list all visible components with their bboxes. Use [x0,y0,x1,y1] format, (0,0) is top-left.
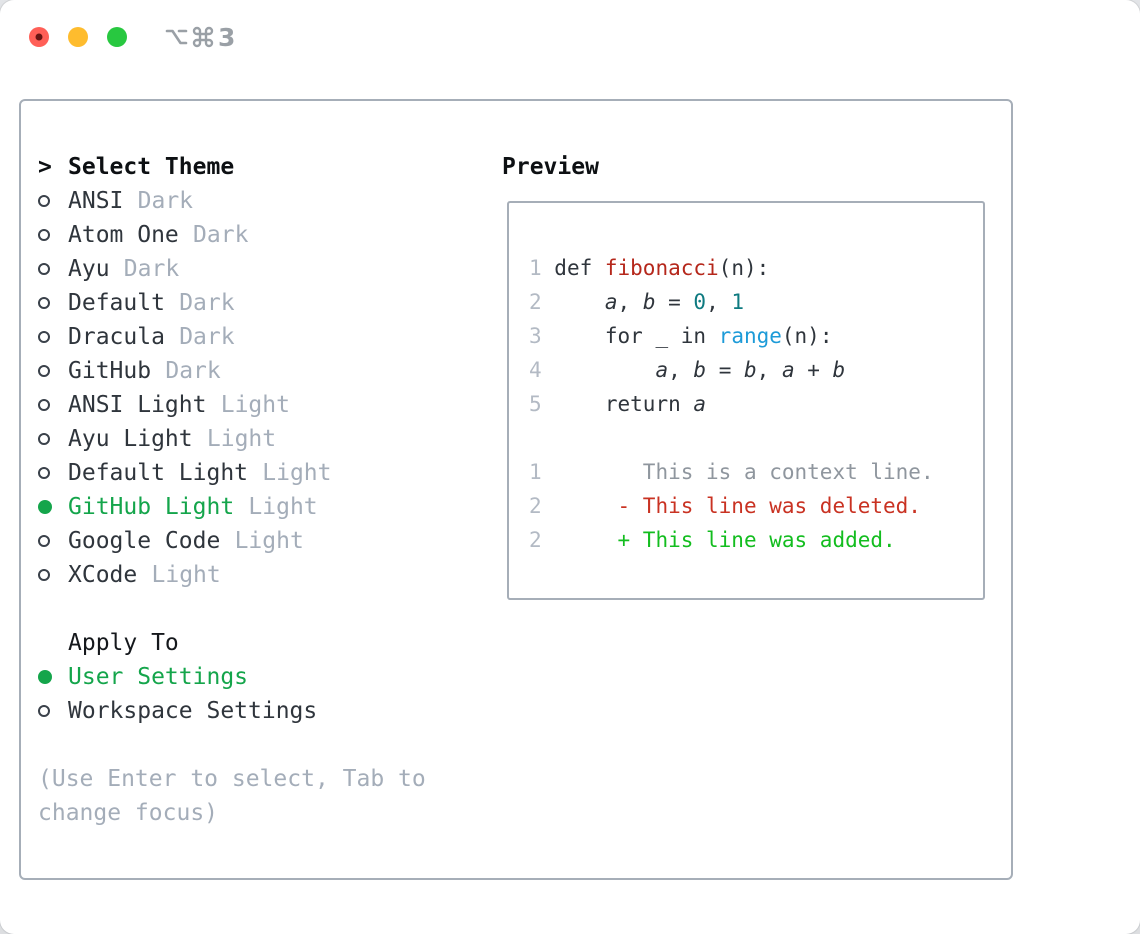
theme-option-default-light[interactable]: Default Light Light [38,456,468,490]
theme-variant-tag: Dark [137,188,194,214]
preview-line: 2 - This line was deleted. [529,494,921,518]
keyboard-hint: (Use Enter to select, Tab to change focu… [38,766,426,826]
theme-variant-tag: Light [234,528,304,554]
radio-unselected-icon [38,263,68,275]
theme-option-dracula[interactable]: Dracula Dark [38,320,468,354]
theme-option-ayu[interactable]: Ayu Dark [38,252,468,286]
titlebar: 3 [0,0,1140,97]
radio-unselected-icon [38,535,68,547]
theme-variant-tag: Dark [193,222,249,248]
theme-option-ansi[interactable]: ANSI Dark [38,184,468,218]
theme-option-xcode[interactable]: XCode Light [38,558,468,592]
option-label: GitHub [68,358,152,384]
option-label: ANSI [68,188,124,214]
close-button[interactable] [29,27,49,47]
preview-line: 2 a, b = 0, 1 [529,290,745,314]
option-label: Google Code [68,528,221,554]
command-key-icon [192,26,214,48]
radio-unselected-icon [38,331,68,343]
theme-variant-tag: Light [220,392,290,418]
theme-option-github[interactable]: GitHub Dark [38,354,468,388]
theme-variant-tag: Light [151,562,221,588]
preview-line: 3 for _ in range(n): [529,324,833,348]
option-key-icon [165,29,188,45]
zoom-button[interactable] [107,27,127,47]
theme-variant-tag: Dark [123,256,180,282]
select-theme-header: > Select Theme [38,150,468,184]
option-label: User Settings [68,664,249,690]
preview-line: 1 This is a context line. [529,460,934,484]
theme-option-google-code[interactable]: Google Code Light [38,524,468,558]
preview-line: 1 def fibonacci(n): [529,256,770,280]
radio-unselected-icon [38,229,68,241]
theme-option-ansi-light[interactable]: ANSI Light Light [38,388,468,422]
unsaved-indicator-dot [35,33,43,41]
apply-to-header: Apply To [68,630,179,656]
select-theme-header-label: Select Theme [68,154,235,180]
theme-option-default[interactable]: Default Dark [38,286,468,320]
traffic-lights [29,27,127,47]
radio-unselected-icon [38,433,68,445]
apply-option-workspace-settings[interactable]: Workspace Settings [38,694,468,728]
window-title: 3 [164,22,236,52]
apply-option-user-settings[interactable]: User Settings [38,660,468,694]
radio-unselected-icon [38,195,68,207]
preview-pane: 1 def fibonacci(n): 2 a, b = 0, 1 3 for _ … [507,201,985,600]
minimize-button[interactable] [68,27,88,47]
theme-variant-tag: Dark [179,324,235,350]
option-label: XCode [68,562,138,588]
radio-unselected-icon [38,705,68,717]
theme-option-ayu-light[interactable]: Ayu Light Light [38,422,468,456]
preview-line: 4 a, b = b, a + b [529,358,846,382]
option-label: Default [68,290,165,316]
option-label: Dracula [68,324,165,350]
radio-unselected-icon [38,297,68,309]
theme-variant-tag: Light [248,494,318,520]
shortcut-number: 3 [218,22,236,52]
theme-variant-tag: Dark [165,358,221,384]
preview-header: Preview [502,154,599,180]
radio-unselected-icon [38,365,68,377]
theme-variant-tag: Light [206,426,277,452]
option-label: Default Light [68,460,249,486]
option-label: Ayu Light [68,426,193,452]
preview-line [529,421,983,455]
option-label: GitHub Light [68,494,235,520]
focus-caret: > [38,154,52,180]
option-label: Ayu [68,256,110,282]
preview-line: 2 + This line was added. [529,528,896,552]
option-label: ANSI Light [68,392,207,418]
option-label: Atom One [68,222,179,248]
radio-unselected-icon [38,467,68,479]
preview-line: 5 return a [529,392,707,416]
theme-variant-tag: Light [262,460,332,486]
radio-selected-icon [38,500,68,514]
option-label: Workspace Settings [68,698,318,724]
radio-unselected-icon [38,569,68,581]
radio-selected-icon [38,670,68,684]
radio-unselected-icon [38,399,68,411]
theme-option-github-light[interactable]: GitHub Light Light [38,490,468,524]
theme-variant-tag: Dark [179,290,235,316]
theme-option-atom-one[interactable]: Atom One Dark [38,218,468,252]
